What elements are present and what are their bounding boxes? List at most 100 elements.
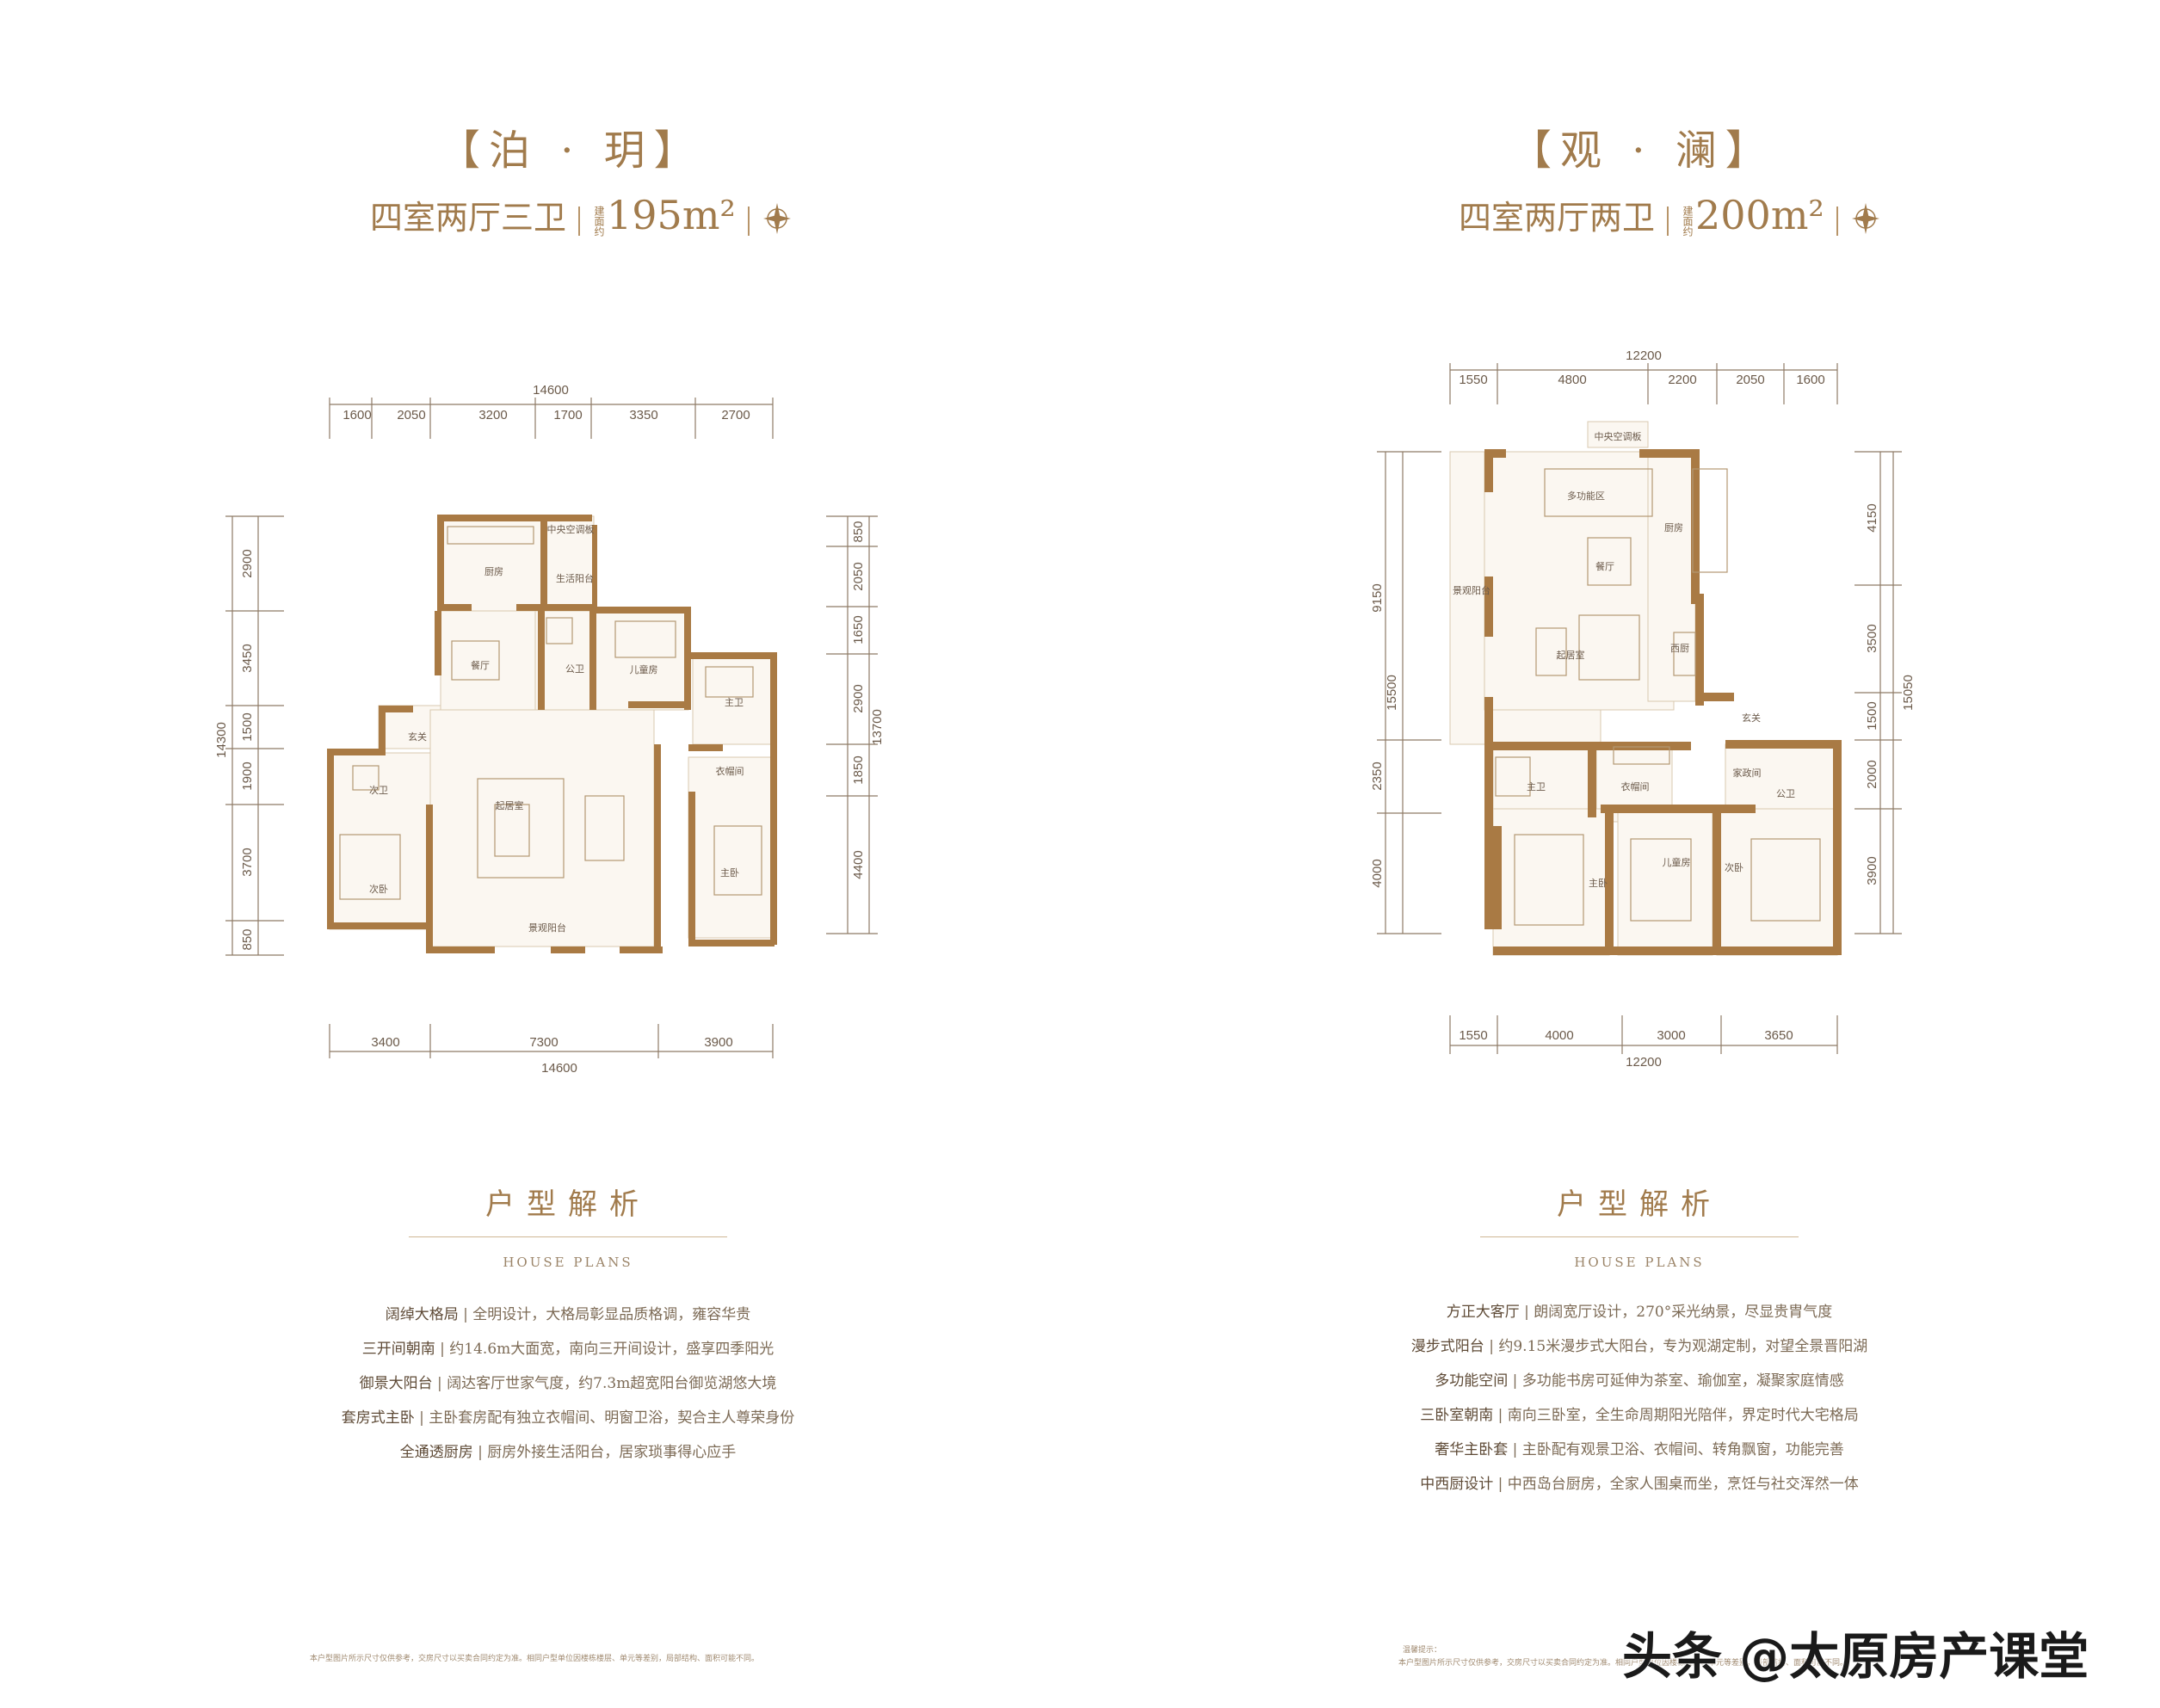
left-area: 195m² <box>607 192 736 238</box>
dim-top: 4800 <box>1558 373 1586 387</box>
room-label: 生活阳台 <box>556 572 594 584</box>
right-rooms <box>1449 421 1838 956</box>
right-floor-plan: 12200 1550 4800 2200 2050 1600 1550 4000… <box>1370 348 1916 1070</box>
room-label: 起居室 <box>496 799 524 811</box>
divider <box>747 206 750 236</box>
dim-bottom: 3000 <box>1657 1028 1685 1043</box>
feature-item: 三卧室朝南 | 南向三卧室，全生命周期阳光陪伴，界定时代大宅格局 <box>1420 1407 1859 1424</box>
dim-left: 1500 <box>240 712 255 741</box>
dim-left: 4000 <box>1370 859 1385 887</box>
right-area-tag: 建面约 <box>1682 205 1694 237</box>
dim-top: 2700 <box>721 408 750 422</box>
compass-icon <box>1850 200 1881 242</box>
divider <box>409 1236 727 1237</box>
left-layout: 四室两厅三卫 <box>370 199 567 237</box>
dim-top: 1600 <box>343 408 371 422</box>
dim-right: 850 <box>851 521 866 542</box>
room-label: 次卧 <box>369 883 388 895</box>
dim-right: 2000 <box>1865 760 1879 788</box>
dim-top: 3200 <box>478 408 507 422</box>
right-subtitle: 四室两厅两卫 建面约200m² <box>1459 191 1881 242</box>
dim-bottom-total: 14600 <box>541 1061 577 1076</box>
compass-icon <box>762 200 793 242</box>
room-label: 餐厅 <box>471 659 490 671</box>
room-label: 玄关 <box>408 731 427 743</box>
left-furniture <box>339 526 762 900</box>
dim-left: 1900 <box>240 762 255 790</box>
room-label: 中央空调板 <box>547 523 595 535</box>
left-floor-plan: 14600 1600 2050 3200 1700 3350 2700 3400… <box>214 383 885 1076</box>
feature-item: 多功能空间 | 多功能书房可延伸为茶室、瑜伽室，凝聚家庭情感 <box>1435 1372 1844 1390</box>
right-layout: 四室两厅两卫 <box>1459 199 1656 237</box>
dim-right: 3500 <box>1865 624 1879 652</box>
room-label: 景观阳台 <box>1453 584 1490 596</box>
room-label: 衣帽间 <box>716 765 744 777</box>
feature-item: 中西厨设计 | 中西岛台厨房，全家人围桌而坐，烹饪与社交浑然一体 <box>1420 1476 1859 1493</box>
dim-left: 2900 <box>240 549 255 577</box>
feature-item: 三开间朝南 | 约14.6m大面宽，南向三开间设计，盛享四季阳光 <box>361 1341 775 1358</box>
room-label: 主卫 <box>725 697 744 708</box>
room-label: 儿童房 <box>630 663 658 675</box>
divider <box>1836 206 1838 236</box>
room-label: 厨房 <box>1664 522 1683 533</box>
dim-right: 3900 <box>1865 856 1879 885</box>
feature-item: 漫步式阳台 | 约9.15米漫步式大阳台，专为观湖定制，对望全景晋阳湖 <box>1410 1338 1868 1355</box>
room-label: 玄关 <box>1742 712 1761 724</box>
room-label: 中央空调板 <box>1595 430 1642 442</box>
dim-top: 2050 <box>397 408 425 422</box>
room-label: 次卧 <box>1725 861 1743 873</box>
dim-right: 2050 <box>851 562 866 590</box>
left-dimension-lines <box>225 398 878 1058</box>
dim-bottom: 3400 <box>371 1035 399 1050</box>
right-section-title: 户型解析 <box>1557 1187 1722 1222</box>
dim-bottom: 4000 <box>1545 1028 1573 1043</box>
dim-top-total: 12200 <box>1626 348 1662 363</box>
dim-left: 9150 <box>1370 583 1385 612</box>
dim-right: 1650 <box>851 615 866 644</box>
feature-item: 套房式主卧 | 主卧套房配有独立衣帽间、明窗卫浴，契合主人尊荣身份 <box>341 1409 795 1427</box>
room-label: 公卫 <box>565 663 584 675</box>
dim-bottom: 7300 <box>529 1035 558 1050</box>
right-disclaimer: 本户型图片所示尺寸仅供参考，交房尺寸以买卖合同约定为准。相同户型单位因楼栋楼层、… <box>1398 1659 1848 1668</box>
left-area-tag: 建面约 <box>593 205 606 237</box>
room-label: 主卧 <box>720 867 739 879</box>
dim-left: 2350 <box>1370 762 1385 790</box>
left-subtitle: 四室两厅三卫 建面约195m² <box>370 191 793 242</box>
room-label: 儿童房 <box>1663 856 1691 868</box>
dim-left-total: 14300 <box>214 722 229 758</box>
dim-right: 1500 <box>1865 701 1879 730</box>
right-area: 200m² <box>1695 192 1824 238</box>
dim-right: 4400 <box>851 850 866 879</box>
right-feature-list: 方正大客厅 | 朗阔宽厅设计，270°采光纳景，尽显贵胄气度 漫步式阳台 | 约… <box>1342 1295 1936 1501</box>
room-label: 主卫 <box>1527 781 1546 792</box>
feature-item: 全通透厨房 | 厨房外接生活阳台，居家琐事得心应手 <box>399 1444 737 1461</box>
dim-top: 2200 <box>1668 373 1696 387</box>
dim-right: 2900 <box>851 684 866 712</box>
dim-top: 3350 <box>629 408 657 422</box>
room-label: 次卫 <box>369 784 388 796</box>
right-section-subtitle: HOUSE PLANS <box>1574 1255 1705 1270</box>
dim-left: 3700 <box>240 848 255 876</box>
room-label: 景观阳台 <box>528 922 566 934</box>
right-furniture <box>1495 468 1821 926</box>
divider <box>578 206 581 236</box>
room-label: 多功能区 <box>1567 490 1605 502</box>
dim-top-total: 14600 <box>533 383 569 398</box>
left-disclaimer: 本户型图片所示尺寸仅供参考，交房尺寸以买卖合同约定为准。相同户型单位因楼栋楼层、… <box>310 1655 760 1663</box>
dim-left: 15500 <box>1385 675 1399 711</box>
feature-item: 奢华主卧套 | 主卧配有观景卫浴、衣帽间、转角飘窗，功能完善 <box>1435 1441 1844 1458</box>
dim-bottom-total: 12200 <box>1626 1055 1662 1070</box>
divider <box>1667 206 1669 236</box>
feature-item: 方正大客厅 | 朗阔宽厅设计，270°采光纳景，尽显贵胄气度 <box>1446 1304 1833 1321</box>
left-section-title: 户型解析 <box>485 1187 651 1222</box>
right-dimension-lines <box>1377 363 1902 1054</box>
room-label: 公卫 <box>1776 788 1795 799</box>
right-disclaimer-head: 温馨提示： <box>1403 1646 1442 1655</box>
dim-top: 1600 <box>1796 373 1824 387</box>
room-label: 衣帽间 <box>1621 780 1650 792</box>
feature-item: 御景大阳台 | 阔达客厅世家气度，约7.3m超宽阳台御览湖悠大境 <box>359 1375 777 1392</box>
divider <box>1480 1236 1799 1237</box>
dim-top: 1700 <box>553 408 582 422</box>
dim-right: 4150 <box>1865 503 1879 532</box>
left-feature-list: 阔绰大格局 | 全明设计，大格局彰显品质格调，雍容华贵 三开间朝南 | 约14.… <box>293 1298 843 1470</box>
